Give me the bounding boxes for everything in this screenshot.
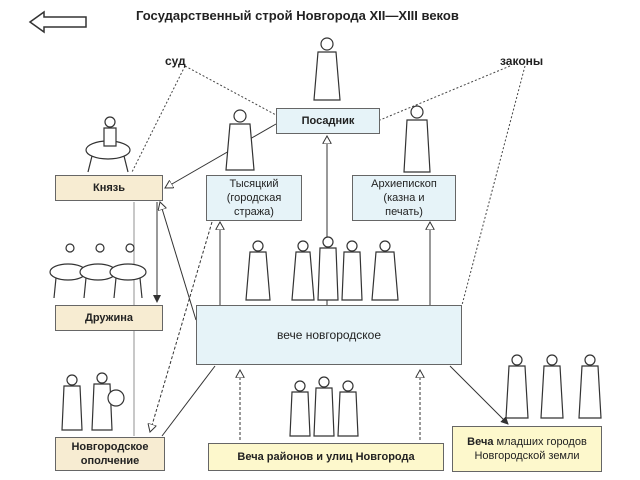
box-druzhina-label: Дружина [85, 312, 133, 324]
box-arkhiepiskop: Архиепископ (казна и печать) [352, 175, 456, 221]
arrow-veche-mladshikh [449, 365, 509, 425]
page-title: Государственный строй Новгорода XII—XIII… [136, 8, 459, 23]
box-veche-rayonov-label: Веча районов и улиц Новгорода [237, 451, 415, 463]
line-sud-knyaz [131, 65, 186, 173]
box-druzhina: Дружина [55, 305, 163, 331]
box-posadnik-label: Посадник [301, 115, 355, 127]
label-zakony: законы [500, 54, 544, 68]
box-tysyatsky-label: Тысяцкий (городская стража) [226, 178, 282, 218]
line-veche-opolchenie [161, 365, 216, 437]
arrow-posadnik-knyaz [165, 123, 277, 188]
box-knyaz-label: Князь [92, 182, 125, 194]
line-sud-posadnik [184, 65, 277, 116]
arrow-tysyatsky-opolchenie [150, 221, 213, 432]
line-zakony-veche [461, 65, 526, 306]
box-veche-rayonov: Веча районов и улиц Новгорода [208, 443, 444, 471]
box-veche: вече новгородское [196, 305, 462, 365]
box-veche-mladshikh: Веча младших городов Новгородской земли [452, 426, 602, 472]
label-sud: суд [165, 54, 186, 68]
back-arrow-icon[interactable] [28, 10, 87, 34]
box-opolchenie-label: Новгородское ополчение [71, 441, 149, 467]
line-zakony-posadnik [379, 65, 511, 121]
box-opolchenie: Новгородское ополчение [55, 437, 165, 471]
arrow-veche-knyaz [160, 202, 197, 321]
box-arkhiepiskop-label: Архиепископ (казна и печать) [371, 178, 437, 218]
box-veche-label: вече новгородское [276, 328, 382, 342]
box-posadnik: Посадник [276, 108, 380, 134]
box-tysyatsky: Тысяцкий (городская стража) [206, 175, 302, 221]
box-knyaz: Князь [55, 175, 163, 201]
box-veche-mladshikh-label: Веча младших городов Новгородской земли [467, 436, 587, 462]
